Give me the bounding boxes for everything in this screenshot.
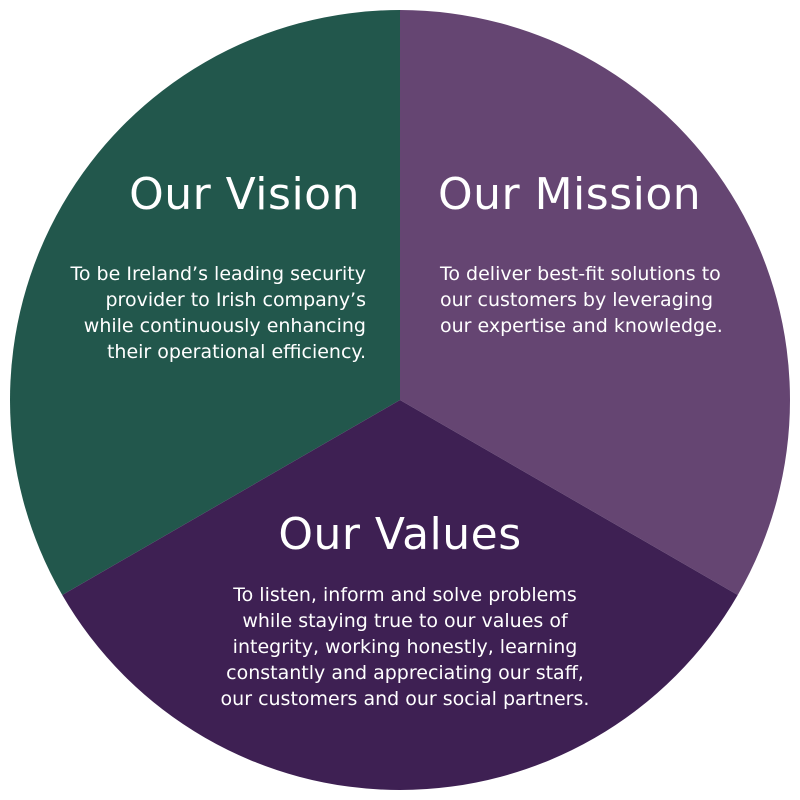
vision-segment [9, 10, 401, 595]
mission-title: Our Mission [438, 169, 702, 220]
values-segment [62, 400, 738, 791]
vision-description: To be Ireland’s leading security provide… [20, 261, 366, 365]
mission-line: our customers by leveraging [440, 289, 714, 311]
values-line: while staying true to our values of [242, 610, 568, 632]
vision-line: provider to Irish company’s [105, 289, 367, 311]
values-line: integrity, working honestly, learning [232, 636, 578, 658]
values-line: constantly and appreciating our staff, [226, 662, 584, 684]
mission-segment [400, 10, 791, 595]
vision-line: while continuously enhancing [83, 315, 366, 337]
values-line: To listen, inform and solve problems [233, 584, 577, 606]
mission-description: To deliver best-fit solutions to our cus… [440, 261, 780, 339]
vision-line: To be Ireland’s leading security [70, 263, 366, 285]
mission-line: To deliver best-fit solutions to [440, 263, 721, 285]
vision-title: Our Vision [129, 169, 360, 220]
values-line: our customers and our social partners. [220, 688, 590, 710]
values-description: To listen, inform and solve problems whi… [150, 582, 660, 712]
mission-line: our expertise and knowledge. [440, 315, 723, 337]
vision-line: their operational efficiency. [106, 341, 366, 363]
values-title: Our Values [278, 509, 522, 560]
